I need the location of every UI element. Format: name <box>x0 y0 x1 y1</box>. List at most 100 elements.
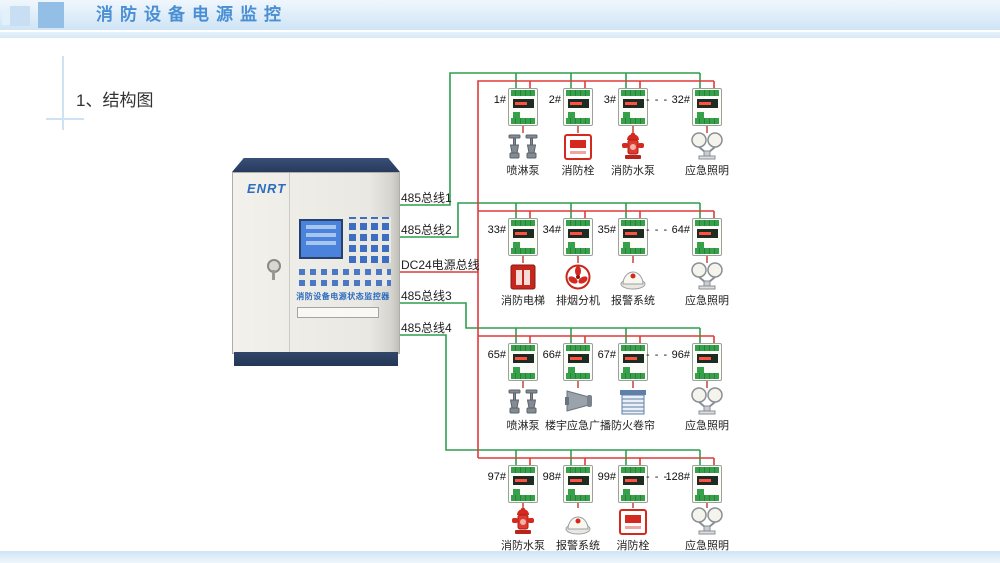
device-label: 报警系统 <box>611 295 655 307</box>
device-emergency-broadcast: 楼宇应急广播 <box>545 387 611 433</box>
power-monitor-module <box>508 343 538 381</box>
power-monitor-module <box>563 343 593 381</box>
footer-strip <box>0 551 1000 563</box>
device-label: 防火卷帘 <box>611 420 655 432</box>
module-id: 33# <box>487 224 506 236</box>
cabinet-top-panel <box>232 158 400 172</box>
device-label: 消防栓 <box>561 165 595 177</box>
emergency-light-icon <box>690 132 724 160</box>
fire-hydrant-icon <box>511 507 535 535</box>
decor-square-light <box>10 6 30 26</box>
terminal-block-bottom <box>511 118 535 124</box>
device-label: 消防水泵 <box>501 540 545 552</box>
screen-line <box>306 233 336 237</box>
alarm-dome-icon <box>619 262 647 290</box>
device-fire-pump: 消防水泵 <box>493 507 553 553</box>
device-fire-hydrant-cabinet: 消防栓 <box>548 132 608 178</box>
header-bar: 消防设备电源监控 <box>0 0 1000 32</box>
power-monitor-module <box>618 343 648 381</box>
emergency-light-icon <box>690 262 724 290</box>
device-fire-elevator: 消防电梯 <box>493 262 553 308</box>
device-sprinkler-pump: 喷淋泵 <box>493 387 553 433</box>
device-label: 应急照明 <box>685 420 729 432</box>
hydrant-cabinet-icon <box>619 507 647 535</box>
module-id: 96# <box>671 349 690 361</box>
section-decor-horizontal-line <box>46 118 84 120</box>
device-emergency-light: 应急照明 <box>677 262 737 308</box>
cabinet-base <box>234 352 398 366</box>
continuation-dashes: - - - <box>646 471 669 483</box>
device-label: 消防电梯 <box>501 295 545 307</box>
power-monitor-module <box>508 218 538 256</box>
power-monitor-module <box>563 88 593 126</box>
bus-label-dc24: DC24电源总线 <box>401 258 480 272</box>
module-id: 34# <box>542 224 561 236</box>
power-monitor-module <box>563 465 593 503</box>
module-id: 99# <box>597 471 616 483</box>
device-label: 喷淋泵 <box>506 420 540 432</box>
lcd-screen <box>299 219 343 259</box>
section-title: 1、结构图 <box>76 91 154 110</box>
continuation-dashes: - - - <box>646 349 669 361</box>
indicator-buttons <box>299 269 391 286</box>
power-monitor-module <box>618 88 648 126</box>
terminal-block-top <box>511 90 535 96</box>
device-alarm-system: 报警系统 <box>548 507 608 553</box>
power-monitor-module <box>692 218 722 256</box>
screen-line <box>306 241 336 245</box>
device-emergency-light: 应急照明 <box>677 387 737 433</box>
module-id: 64# <box>671 224 690 236</box>
device-label: 应急照明 <box>685 540 729 552</box>
module-id: 32# <box>671 94 690 106</box>
module-id: 66# <box>542 349 561 361</box>
module-id: 1# <box>493 94 506 106</box>
module-id: 65# <box>487 349 506 361</box>
device-label: 应急照明 <box>685 165 729 177</box>
bus-label-485-2: 485总线2 <box>401 223 452 237</box>
emergency-light-icon <box>690 387 724 415</box>
power-monitor-module <box>508 88 538 126</box>
continuation-dashes: - - - <box>646 224 669 236</box>
device-label: 排烟分机 <box>556 295 600 307</box>
device-sprinkler-pump: 喷淋泵 <box>493 132 553 178</box>
device-fire-pump: 消防水泵 <box>603 132 663 178</box>
module-id: 98# <box>542 471 561 483</box>
hydrant-cabinet-icon <box>564 132 592 160</box>
power-monitor-module <box>692 343 722 381</box>
bus-label-485-1: 485总线1 <box>401 191 452 205</box>
device-fire-shutter: 防火卷帘 <box>603 387 663 433</box>
exhaust-fan-icon <box>565 262 591 290</box>
device-label: 消防水泵 <box>611 165 655 177</box>
device-label: 应急照明 <box>685 295 729 307</box>
cabinet-label: 消防设备电源状态监控器 <box>296 292 390 301</box>
horn-speaker-icon <box>563 387 593 415</box>
keyhole <box>267 259 281 280</box>
device-fire-hydrant-cabinet: 消防栓 <box>603 507 663 553</box>
device-connector-wires <box>522 126 708 508</box>
alarm-dome-icon <box>564 507 592 535</box>
module-id: 97# <box>487 471 506 483</box>
device-emergency-light: 应急照明 <box>677 132 737 178</box>
screen-line <box>306 225 336 229</box>
device-label: 报警系统 <box>556 540 600 552</box>
sprinkler-pump-icon <box>507 132 539 160</box>
module-display <box>513 99 534 108</box>
monitor-cabinet: ENRT 消防设备电源状态监控器 <box>232 158 400 366</box>
device-emergency-light: 应急照明 <box>677 507 737 553</box>
power-monitor-module <box>692 88 722 126</box>
device-alarm-system: 报警系统 <box>603 262 663 308</box>
module-id: 35# <box>597 224 616 236</box>
power-monitor-module <box>618 465 648 503</box>
device-label: 消防栓 <box>616 540 650 552</box>
module-id: 3# <box>603 94 616 106</box>
header-substrip <box>0 32 1000 38</box>
brand-logo: ENRT <box>247 181 287 196</box>
power-monitor-module <box>692 465 722 503</box>
continuation-dashes: - - - <box>646 94 669 106</box>
module-id: 2# <box>548 94 561 106</box>
page-title: 消防设备电源监控 <box>96 5 288 24</box>
roller-shutter-icon <box>619 387 647 415</box>
cabinet-body: ENRT 消防设备电源状态监控器 <box>232 172 400 354</box>
device-label: 喷淋泵 <box>506 165 540 177</box>
